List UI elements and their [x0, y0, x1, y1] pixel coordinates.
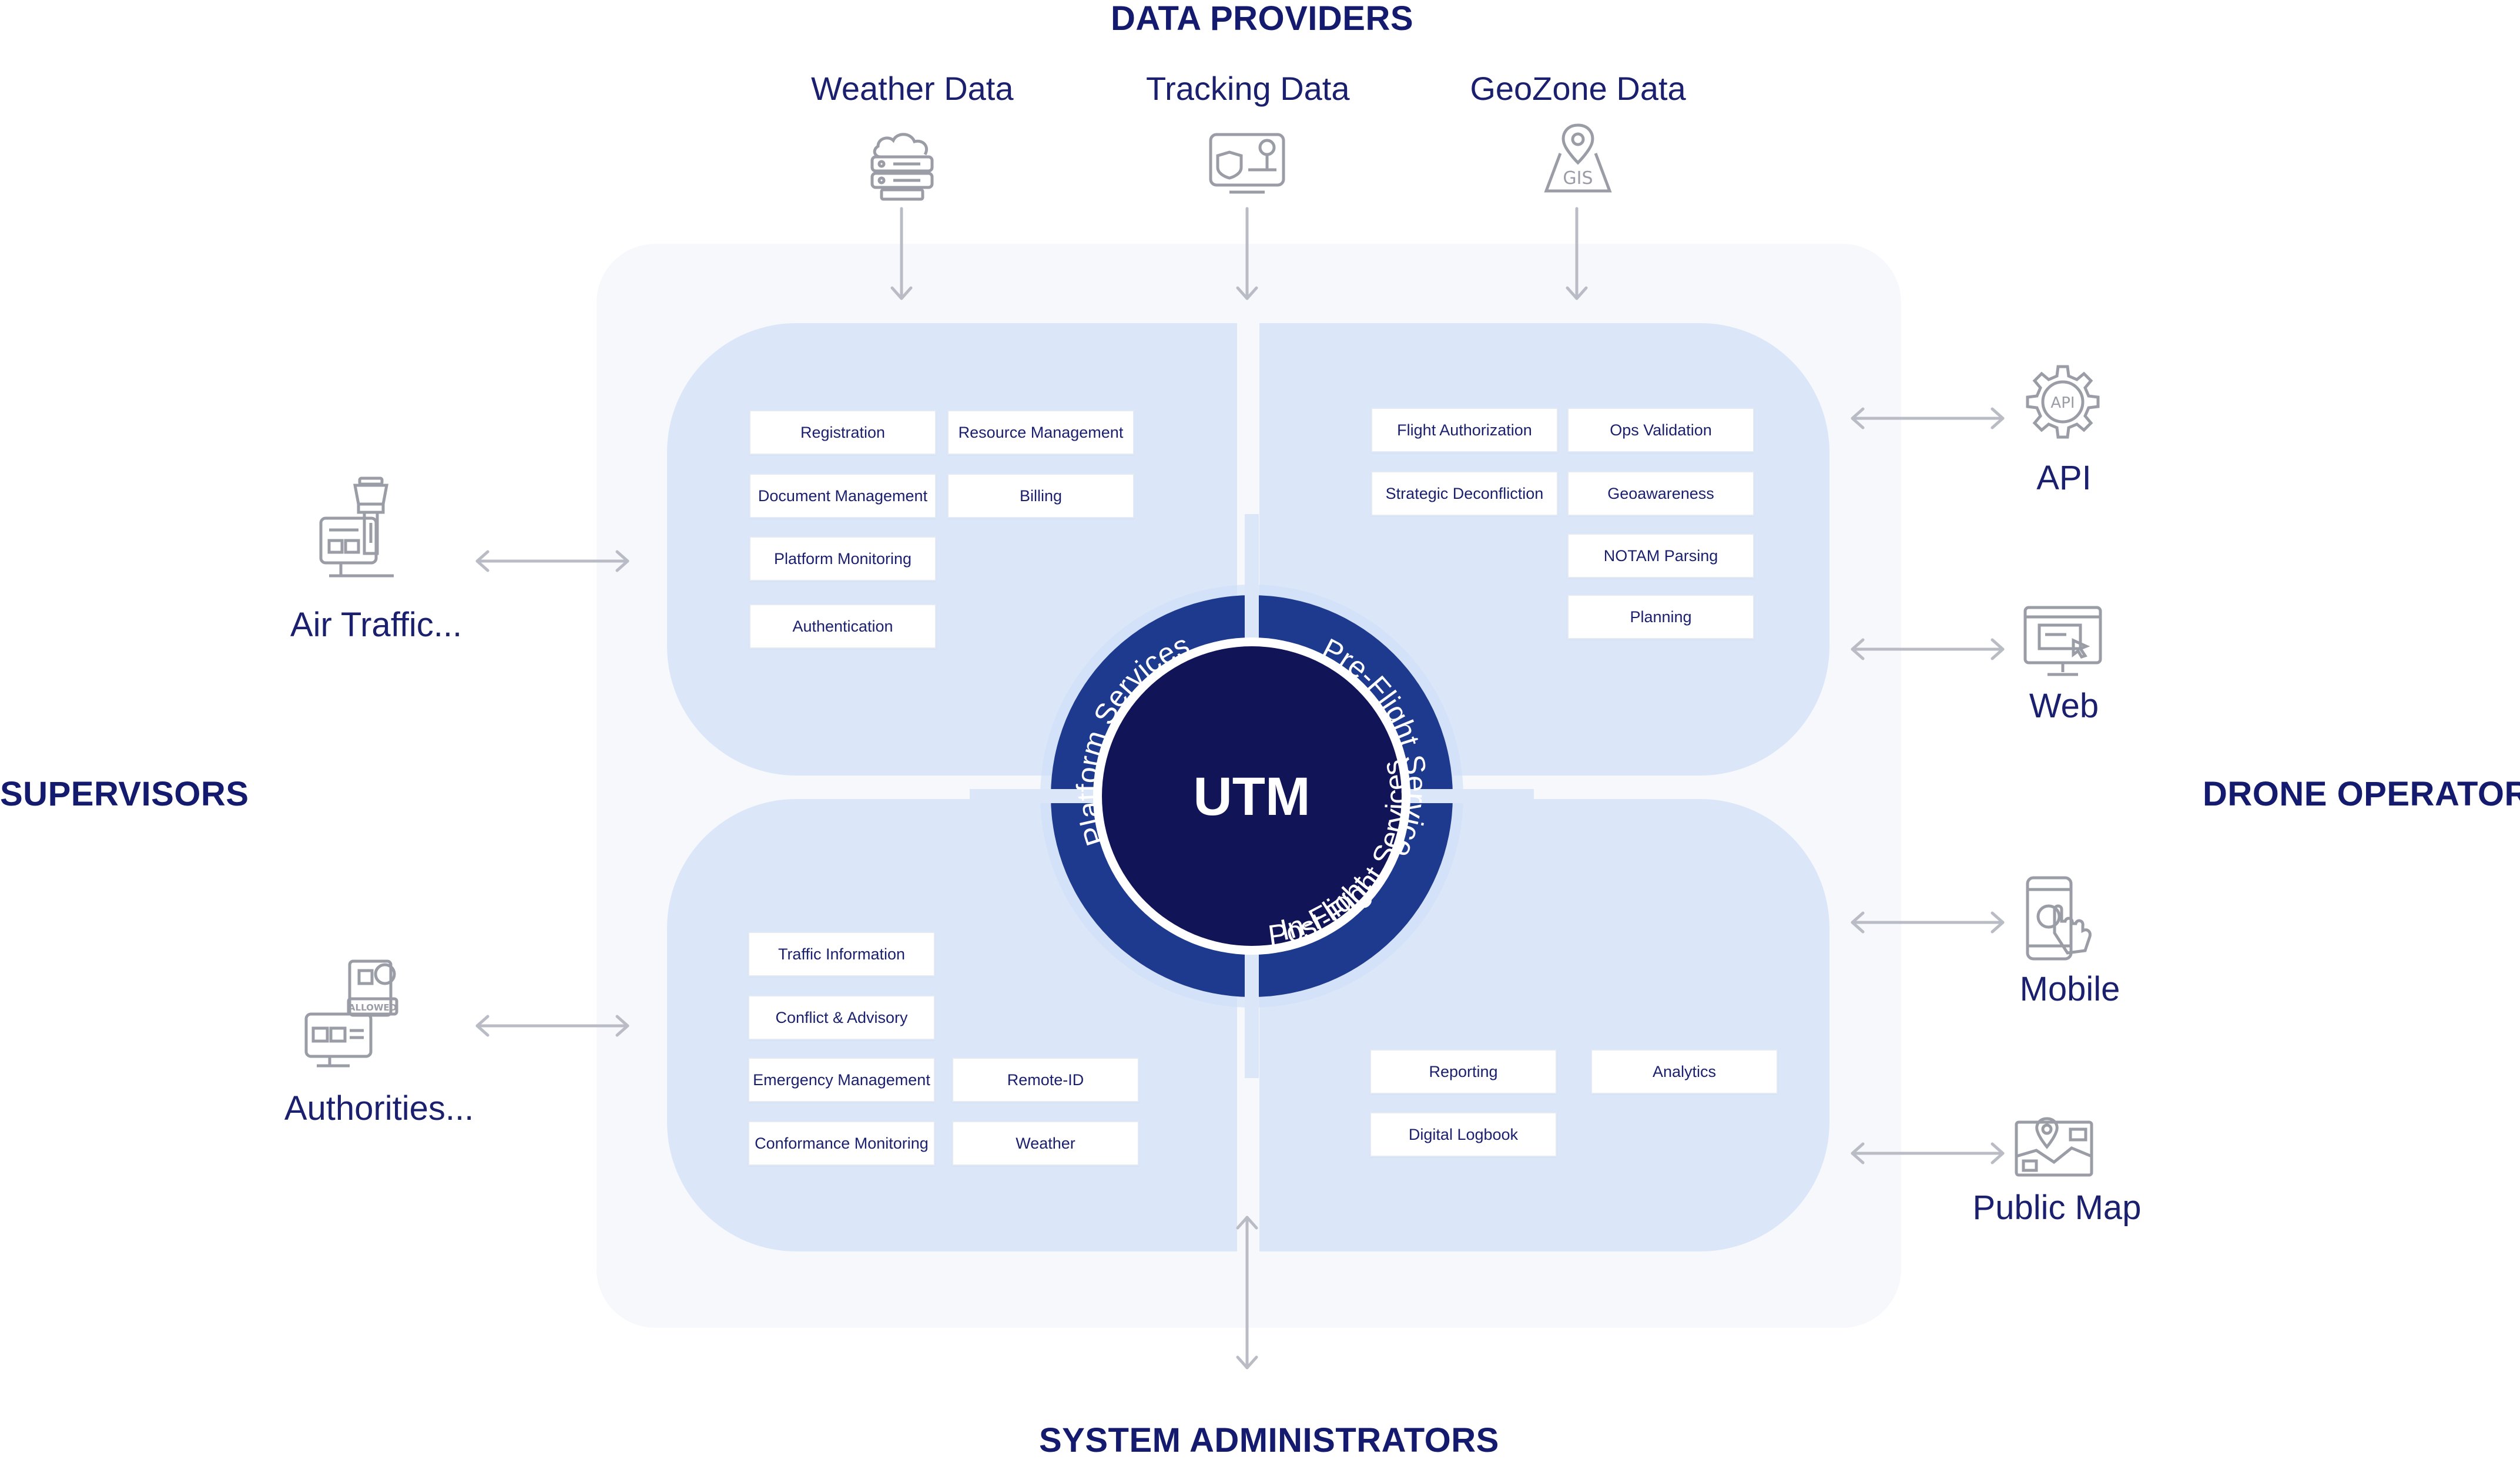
service-conflict-advisory: Conflict & Advisory: [748, 995, 935, 1040]
service-ops-validation: Ops Validation: [1567, 408, 1754, 452]
control-tower-icon: [319, 476, 394, 578]
tracking-data-label: Tracking Data: [1146, 70, 1350, 107]
utm-service-ring: Platform Services Pre-Flight Services In…: [836, 488, 1534, 1126]
service-billing: Billing: [947, 474, 1134, 518]
svg-text:GIS: GIS: [1563, 168, 1593, 189]
service-authentication: Authentication: [749, 604, 936, 649]
service-strategic-deconfliction: Strategic Deconfliction: [1371, 471, 1558, 516]
authorities-label: Authorities...: [284, 1089, 474, 1127]
service-traffic-information: Traffic Information: [748, 932, 935, 976]
drone-operators-heading: DRONE OPERATORS: [2203, 775, 2520, 813]
service-registration: Registration: [749, 410, 936, 455]
authorities-arrow: [475, 1015, 629, 1037]
web-monitor-icon: [2023, 606, 2102, 676]
service-flight-authorization: Flight Authorization: [1371, 408, 1558, 452]
service-emergency-management: Emergency Management: [748, 1058, 935, 1102]
tracking-device-icon: [1209, 133, 1285, 194]
service-resource-management: Resource Management: [947, 410, 1134, 455]
api-arrow: [1851, 407, 2005, 429]
service-document-management: Document Management: [749, 474, 936, 518]
geozone-data-label: GeoZone Data: [1470, 70, 1686, 107]
tracking-data-arrow: [1236, 207, 1258, 300]
public-map-arrow: [1851, 1142, 2005, 1164]
service-geoawareness: Geoawareness: [1567, 471, 1754, 516]
service-conformance-monitoring: Conformance Monitoring: [748, 1121, 935, 1166]
mobile-label: Mobile: [2019, 970, 2120, 1008]
public-map-icon: [2015, 1117, 2093, 1177]
air-traffic-label: Air Traffic...: [290, 606, 463, 644]
svg-text:ALLOWED: ALLOWED: [348, 1002, 397, 1013]
utm-center-label: UTM: [1193, 767, 1310, 827]
service-weather: Weather: [952, 1121, 1139, 1166]
system-administrators-heading: SYSTEM ADMINISTRATORS: [1039, 1421, 1499, 1459]
air-traffic-arrow: [475, 550, 629, 572]
service-analytics: Analytics: [1591, 1049, 1778, 1094]
service-digital-logbook: Digital Logbook: [1370, 1112, 1557, 1157]
weather-data-arrow: [890, 207, 913, 300]
web-arrow: [1851, 638, 2005, 660]
public-map-label: Public Map: [1972, 1189, 2142, 1227]
gis-map-icon: GIS: [1544, 123, 1612, 193]
api-label: API: [2036, 459, 2092, 497]
api-gear-icon: API: [2026, 365, 2100, 439]
service-notam-parsing: NOTAM Parsing: [1567, 533, 1754, 578]
weather-data-label: Weather Data: [811, 70, 1014, 107]
supervisors-heading: SUPERVISORS: [0, 775, 249, 813]
service-reporting: Reporting: [1370, 1049, 1557, 1094]
service-platform-monitoring: Platform Monitoring: [749, 536, 936, 581]
mobile-arrow: [1851, 911, 2005, 934]
service-planning: Planning: [1567, 595, 1754, 639]
mobile-touch-icon: [2026, 876, 2092, 961]
service-remote-id: Remote-ID: [952, 1058, 1139, 1102]
allowed-document-icon: ALLOWED: [304, 959, 398, 1068]
system-administrators-arrow: [1236, 1216, 1258, 1370]
geozone-data-arrow: [1566, 207, 1588, 300]
svg-text:API: API: [2050, 394, 2075, 412]
weather-server-icon: [870, 133, 934, 201]
web-label: Web: [2029, 687, 2099, 725]
data-providers-heading: DATA PROVIDERS: [1111, 0, 1414, 38]
